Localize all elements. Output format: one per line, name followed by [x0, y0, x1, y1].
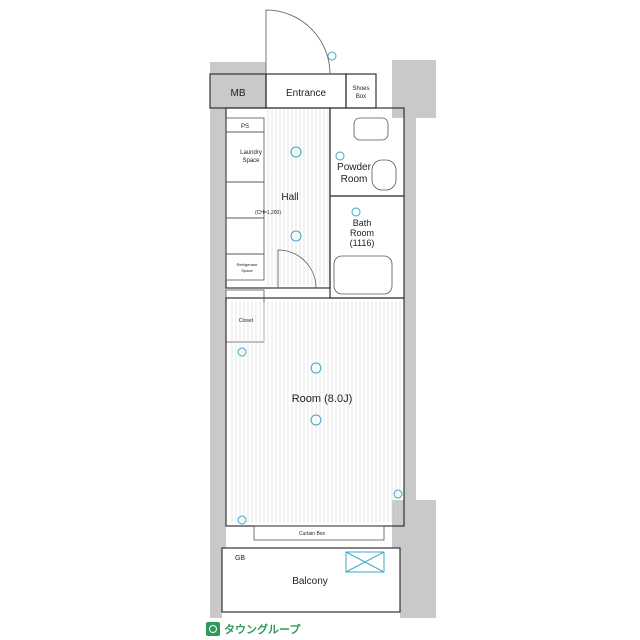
left-wall	[210, 108, 226, 548]
refrigerator-label: Space	[241, 268, 253, 273]
shoes-box-label: Shoes	[352, 86, 369, 92]
bath-room-label: Bath	[353, 218, 372, 228]
logo-text: タウングループ	[224, 623, 301, 636]
washbasin	[353, 117, 389, 141]
balcony-right-wall	[400, 548, 436, 618]
light-fixture	[290, 146, 302, 158]
curtain-box-label: Curtain Box	[299, 531, 326, 537]
balcony-left-wall	[210, 548, 222, 618]
powder-room-label: Room	[341, 174, 368, 185]
ceiling-height-label: (CH=1,200)	[255, 210, 281, 216]
hall-label: Hall	[281, 192, 298, 203]
refrigerator-label: Refrigerator	[236, 262, 258, 267]
ps-label: PS	[241, 124, 249, 130]
outdoor-unit-x2	[345, 551, 385, 573]
bathtub	[333, 255, 393, 295]
laundry-label: Laundry	[240, 150, 262, 156]
closet-label: Closet	[239, 318, 254, 324]
bath-room-label: (1116)	[350, 238, 375, 248]
room-floor-lines	[231, 302, 401, 522]
top-left-wall	[210, 62, 266, 108]
powder-room-label: Powder	[337, 162, 372, 173]
light-fixture	[310, 414, 322, 426]
light-fixture	[310, 362, 322, 374]
light-fixture	[335, 151, 345, 161]
laundry-space-cell	[225, 131, 265, 183]
outlet-icon	[327, 51, 337, 61]
main-room-label: Room (8.0J)	[292, 393, 353, 405]
light-fixture	[351, 207, 361, 217]
outdoor-unit	[345, 551, 385, 573]
outlet-icon	[237, 515, 247, 525]
main-room	[225, 297, 405, 527]
kitchen-stove-cell	[225, 217, 265, 255]
laundry-label: Space	[242, 158, 260, 164]
curtain-box	[253, 525, 385, 541]
hall-floor-lines	[267, 110, 329, 286]
refrigerator-space-cell	[225, 253, 265, 281]
balcony-area	[221, 547, 401, 613]
entrance-label: Entrance	[286, 88, 326, 99]
outlet-icon	[393, 489, 403, 499]
right-outer-wall	[392, 60, 436, 118]
logo-mark-icon	[206, 622, 220, 636]
light-fixture	[290, 230, 302, 242]
right-wall	[404, 110, 416, 530]
hall-door-swing	[277, 249, 317, 289]
right-lower-wall	[392, 500, 436, 548]
gb-label: GB	[235, 555, 245, 562]
bath-room-label: Room	[350, 228, 374, 238]
shoes-box-label: Box	[356, 94, 366, 100]
company-logo: タウングループ	[206, 622, 300, 636]
entrance-door-swing	[265, 9, 331, 75]
balcony-label: Balcony	[292, 576, 328, 587]
outlet-icon	[237, 347, 247, 357]
mb-label: MB	[231, 88, 246, 99]
toilet	[371, 159, 397, 191]
